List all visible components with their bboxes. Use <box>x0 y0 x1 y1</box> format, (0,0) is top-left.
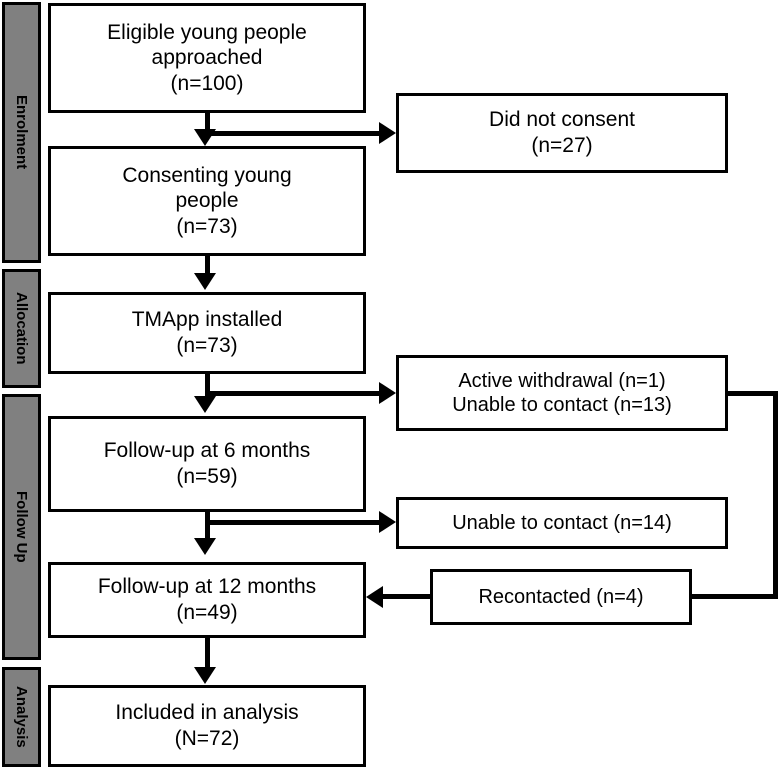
stage-label-follow-up: Follow Up <box>13 491 30 563</box>
node-follow-up-6-months: Follow-up at 6 months (n=59) <box>48 416 366 512</box>
node-recontacted-line-1: Recontacted (n=4) <box>478 585 644 608</box>
node-did-not-consent: Did not consent (n=27) <box>396 93 728 173</box>
stage-bar-analysis: Analysis <box>2 667 41 767</box>
arrowhead-consenting-to-tmapp <box>194 273 216 290</box>
arrowhead-recontacted-to-followup12 <box>366 586 383 608</box>
stage-bar-follow-up: Follow Up <box>2 394 41 660</box>
connector-withdrawal-loop-right <box>773 391 778 596</box>
node-did-not-consent-line-2: (n=27) <box>531 134 593 157</box>
node-consenting-line-1: Consenting young <box>122 163 292 187</box>
node-analysis-line-2: (N=72) <box>174 727 240 750</box>
stage-label-allocation: Allocation <box>13 292 30 365</box>
arrowhead-followup12-to-analysis <box>194 667 216 684</box>
node-included-in-analysis: Included in analysis (N=72) <box>48 685 366 767</box>
connector-withdrawal-loop-top <box>726 391 778 396</box>
node-analysis-line-1: Included in analysis <box>115 701 299 725</box>
connector-tmapp-to-followup6 <box>205 374 210 398</box>
stage-bar-allocation: Allocation <box>2 269 41 388</box>
arrowhead-tmapp-to-followup6 <box>194 396 216 413</box>
node-tmapp-line-1: TMApp installed <box>131 308 283 332</box>
node-withdrawal-line-1: Active withdrawal (n=1) <box>458 369 666 392</box>
arrowhead-did-not-consent <box>379 122 396 144</box>
connector-withdrawal-loop-bottom <box>692 594 778 599</box>
node-unable14-line-1: Unable to contact (n=14) <box>452 511 672 534</box>
node-consenting-young-people: Consenting young people (n=73) <box>48 146 366 256</box>
connector-tmapp-to-withdrawal <box>205 391 382 396</box>
node-followup6-line-1: Follow-up at 6 months <box>103 439 311 463</box>
node-followup6-line-2: (n=59) <box>176 465 238 488</box>
node-follow-up-12-months: Follow-up at 12 months (n=49) <box>48 562 366 638</box>
connector-eligible-to-consenting <box>205 113 210 133</box>
node-followup12-line-2: (n=49) <box>176 601 238 624</box>
stage-label-analysis: Analysis <box>13 686 30 748</box>
stage-bar-enrolment: Enrolment <box>2 2 41 263</box>
node-eligible-line-2: approached <box>151 46 263 70</box>
connector-eligible-to-did-not-consent <box>205 131 382 136</box>
node-recontacted: Recontacted (n=4) <box>430 569 692 625</box>
node-eligible-young-people: Eligible young people approached (n=100) <box>48 3 366 113</box>
node-tmapp-line-2: (n=73) <box>176 334 238 357</box>
node-followup12-line-1: Follow-up at 12 months <box>97 575 317 599</box>
connector-followup6-to-followup12 <box>205 512 210 540</box>
connector-followup6-to-unable14 <box>205 520 382 525</box>
node-consenting-line-3: (n=73) <box>176 214 238 238</box>
connector-consenting-to-tmapp <box>205 256 210 278</box>
arrowhead-withdrawal <box>379 382 396 404</box>
node-did-not-consent-line-1: Did not consent <box>489 108 635 132</box>
connector-followup12-to-analysis <box>205 638 210 670</box>
arrowhead-followup6-to-followup12 <box>194 538 216 555</box>
connector-recontacted-to-followup12 <box>383 594 433 599</box>
node-consenting-line-2: people <box>175 189 239 213</box>
node-withdrawal-line-2: Unable to contact (n=13) <box>452 394 672 416</box>
stage-label-enrolment: Enrolment <box>13 95 30 170</box>
node-tmapp-installed: TMApp installed (n=73) <box>48 292 366 374</box>
node-unable-to-contact-14: Unable to contact (n=14) <box>396 497 728 549</box>
arrowhead-unable14 <box>379 511 396 533</box>
node-eligible-line-1: Eligible young people <box>107 20 307 44</box>
node-active-withdrawal: Active withdrawal (n=1) Unable to contac… <box>396 355 728 431</box>
node-eligible-line-3: (n=100) <box>170 71 244 95</box>
